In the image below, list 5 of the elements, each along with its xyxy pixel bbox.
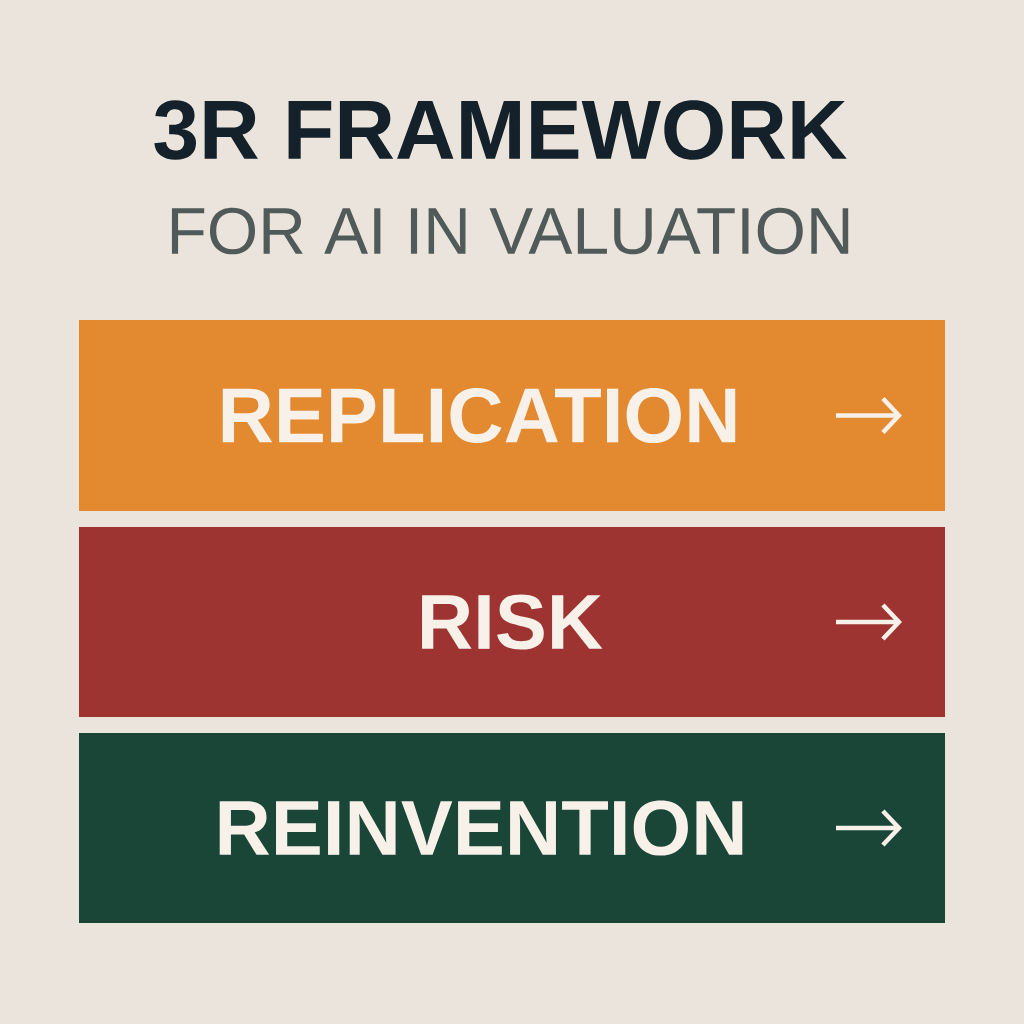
band: REINVENTION [79,733,945,923]
band: RISK [79,527,945,717]
subtitle: FOR AI IN VALUATION [171,207,849,255]
title: 3R FRAMEWORK [154,100,847,160]
band: REPLICATION [79,320,945,511]
